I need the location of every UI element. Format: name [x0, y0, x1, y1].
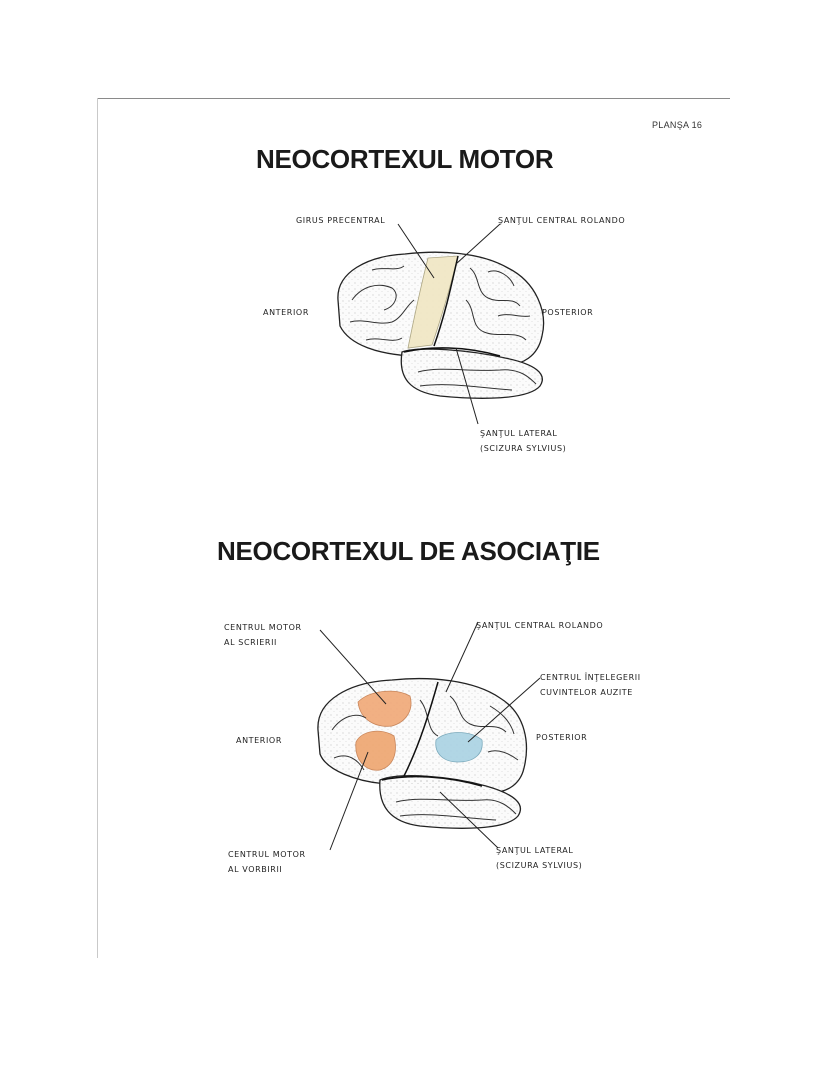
central-sulcus-2-label: ŞANŢUL CENTRAL ROLANDO — [476, 618, 603, 633]
comprehension-center-highlight — [436, 733, 483, 763]
central-sulcus-label: ŞANŢUL CENTRAL ROLANDO — [498, 213, 625, 228]
lateral-sulcus-2-label: ŞANŢUL LATERAL (SCIZURA SYLVIUS) — [496, 843, 582, 873]
speech-center-label: CENTRUL MOTOR AL VORBIRII — [228, 847, 306, 877]
anterior-label: ANTERIOR — [263, 305, 309, 320]
comprehension-center-label-line2: CUVINTELOR AUZITE — [540, 685, 641, 700]
central-sulcus-2-leader — [446, 622, 478, 692]
comprehension-center-label-line1: CENTRUL ÎNŢELEGERII — [540, 670, 641, 685]
association-brain-illustration — [318, 622, 540, 850]
speech-center-label-line1: CENTRUL MOTOR — [228, 847, 306, 862]
speech-center-label-line2: AL VORBIRII — [228, 862, 306, 877]
lateral-sulcus-label-line2: (SCIZURA SYLVIUS) — [480, 441, 566, 456]
comprehension-center-label: CENTRUL ÎNŢELEGERII CUVINTELOR AUZITE — [540, 670, 641, 700]
precentral-gyrus-label: GIRUS PRECENTRAL — [296, 213, 385, 228]
posterior-label: POSTERIOR — [542, 305, 593, 320]
motor-brain-illustration — [338, 224, 544, 424]
association-cerebrum-texture — [318, 679, 527, 793]
writing-center-label-line1: CENTRUL MOTOR — [224, 620, 302, 635]
lateral-sulcus-label: ŞANŢUL LATERAL (SCIZURA SYLVIUS) — [480, 426, 566, 456]
lateral-sulcus-2-label-line1: ŞANŢUL LATERAL — [496, 843, 582, 858]
writing-center-label: CENTRUL MOTOR AL SCRIERII — [224, 620, 302, 650]
lateral-sulcus-label-line1: ŞANŢUL LATERAL — [480, 426, 566, 441]
anterior-2-label: ANTERIOR — [236, 733, 282, 748]
association-cortex-title: NEOCORTEXUL DE ASOCIAŢIE — [217, 536, 600, 567]
posterior-2-label: POSTERIOR — [536, 730, 587, 745]
writing-center-label-line2: AL SCRIERII — [224, 635, 302, 650]
lateral-sulcus-2-label-line2: (SCIZURA SYLVIUS) — [496, 858, 582, 873]
